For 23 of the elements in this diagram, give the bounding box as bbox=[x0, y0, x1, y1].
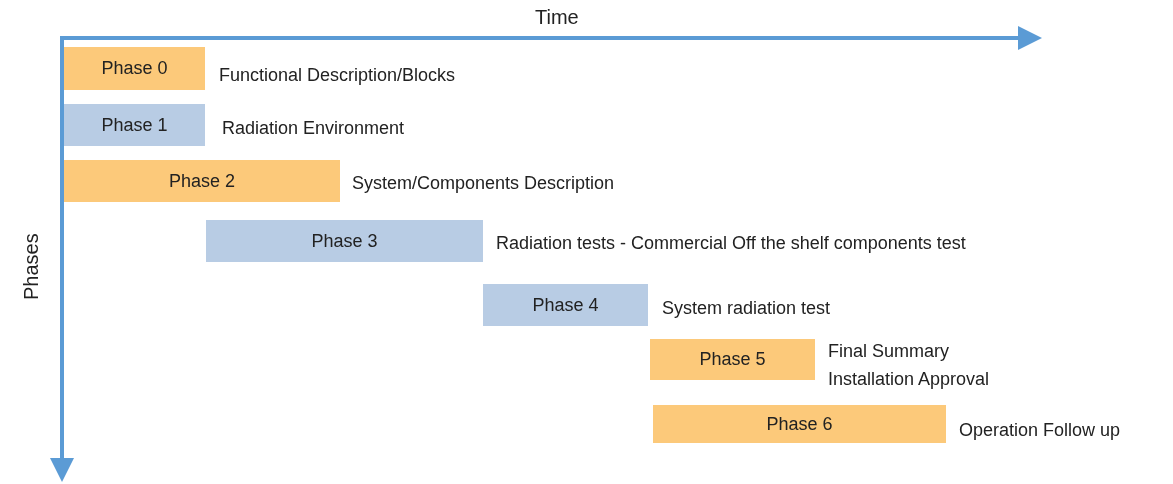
phase-bar bbox=[483, 284, 648, 326]
phase-description: Operation Follow up bbox=[959, 419, 1121, 442]
phase-label: Phase 3 bbox=[311, 230, 378, 252]
phase-bar bbox=[64, 104, 205, 146]
phase-label: Phase 6 bbox=[766, 413, 833, 435]
phase-label: Phase 1 bbox=[101, 114, 168, 136]
phase-description: System radiation test bbox=[662, 297, 831, 320]
phase-bar bbox=[650, 339, 815, 380]
phase-label: Phase 4 bbox=[532, 294, 599, 316]
phase-description: Radiation tests - Commercial Off the shelf components test bbox=[496, 232, 966, 255]
phase-description: Functional Description/Blocks bbox=[219, 64, 456, 87]
phase-label: Phase 0 bbox=[101, 58, 168, 79]
phase-description: System/Components Description bbox=[352, 172, 615, 195]
phase-description: Final Summary Installation Approval bbox=[828, 340, 991, 391]
phase-bar bbox=[64, 160, 340, 202]
phase-bar bbox=[206, 220, 483, 262]
phase-label: Phase 2 bbox=[168, 170, 236, 192]
phase-description: Radiation Environment bbox=[222, 117, 405, 140]
axis-title: Phases bbox=[20, 233, 43, 300]
phase-bar bbox=[64, 47, 205, 90]
phase-label: Phase 5 bbox=[699, 349, 766, 370]
axis-title: Time bbox=[535, 6, 579, 29]
phase-bar bbox=[653, 405, 946, 443]
